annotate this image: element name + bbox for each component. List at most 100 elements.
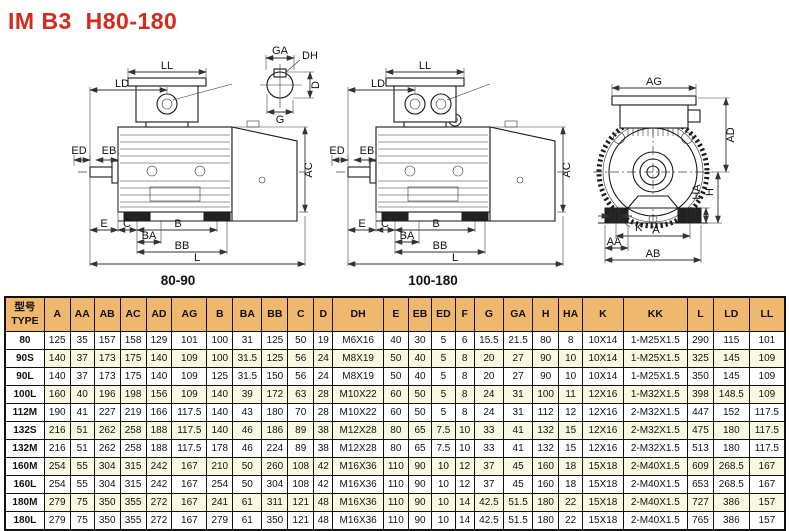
dimension-value: 167 — [171, 457, 208, 476]
col-header: AD — [145, 296, 173, 332]
dim-label-ad: AD — [725, 127, 737, 142]
dimension-value: 173 — [93, 349, 121, 368]
dimension-value: 5 — [431, 403, 456, 422]
col-header: A — [43, 296, 71, 332]
dimension-value: 21.5 — [503, 331, 534, 350]
dimension-value: 37 — [69, 349, 95, 368]
dimension-value: 48 — [313, 511, 334, 531]
dimension-value: 157 — [93, 331, 121, 350]
dimension-value: 40 — [407, 367, 433, 386]
dimension-value: 11 — [558, 385, 584, 404]
dimension-value: 117.5 — [171, 439, 208, 458]
dimension-value: 290 — [687, 331, 714, 350]
dimension-value: 8 — [558, 331, 584, 350]
dim-label-ld2: LD — [371, 78, 385, 90]
dim-label-bb: BB — [175, 240, 190, 252]
dimension-value: 109 — [748, 367, 786, 386]
shaft-end-detail: GA DH D G — [260, 45, 322, 126]
row-type: 112M — [4, 403, 45, 422]
caption-80-90: 80-90 — [161, 273, 196, 288]
dimension-value: M16X36 — [332, 475, 384, 494]
dimension-value: 75 — [69, 511, 95, 531]
dimension-value: 80 — [382, 421, 409, 440]
dimension-value: 180 — [532, 511, 560, 531]
dimension-value: 24 — [473, 385, 505, 404]
dimension-value: 18 — [558, 475, 584, 494]
dimension-value: 75 — [69, 493, 95, 512]
dimension-value: 178 — [206, 439, 234, 458]
dimension-value: 10 — [558, 367, 584, 386]
dimension-value: 63 — [287, 385, 315, 404]
dimension-value: 8 — [454, 385, 475, 404]
dimension-value: 10 — [454, 439, 475, 458]
dimension-value: 121 — [287, 511, 315, 531]
dimension-value: 398 — [687, 385, 714, 404]
dimension-value: 22 — [558, 511, 584, 531]
dimension-value: 175 — [119, 349, 147, 368]
dimension-value: 188 — [145, 439, 173, 458]
dimension-value: 180 — [532, 493, 560, 512]
dimension-value: 216 — [43, 421, 71, 440]
dimension-value: 37 — [473, 457, 505, 476]
dimension-value: 12X16 — [582, 439, 624, 458]
col-header: AC — [119, 296, 147, 332]
dimension-value: 48 — [313, 493, 334, 512]
front-view — [593, 95, 713, 234]
dimension-value: 50 — [287, 331, 315, 350]
dim-label-a: A — [652, 224, 660, 236]
dim-label-d: D — [310, 81, 322, 89]
dimension-value: 61 — [232, 493, 263, 512]
dimension-value: 242 — [145, 457, 173, 476]
dimension-value: M8X19 — [332, 367, 384, 386]
dim-label-ll: LL — [161, 60, 173, 72]
dimension-value: 173 — [93, 367, 121, 386]
dimension-value: 31 — [232, 331, 263, 350]
dimension-value: 50 — [382, 349, 409, 368]
dimension-value: 41 — [503, 421, 534, 440]
dimension-value: 70 — [287, 403, 315, 422]
dimension-value: 158 — [119, 331, 147, 350]
dimension-value: 110 — [382, 475, 409, 494]
dimension-value: 268.5 — [712, 475, 750, 494]
dimension-value: 132 — [532, 421, 560, 440]
dimension-value: 12X16 — [582, 385, 624, 404]
dimension-value: 653 — [687, 475, 714, 494]
dimension-value: 10 — [431, 511, 456, 531]
col-header: HA — [558, 296, 584, 332]
dimension-value: 447 — [687, 403, 714, 422]
dimension-value: 140 — [145, 367, 173, 386]
dimension-value: 5 — [431, 349, 456, 368]
dimension-value: 45 — [503, 475, 534, 494]
dim-label-eb2: EB — [360, 145, 375, 157]
dimension-value: 140 — [206, 385, 234, 404]
col-header: BA — [232, 296, 263, 332]
col-header-type: 型号 TYPE — [4, 296, 45, 332]
dimension-value: 35 — [69, 331, 95, 350]
dimension-value: 19 — [313, 331, 334, 350]
dimension-value: 80 — [382, 439, 409, 458]
dimension-value: 254 — [43, 457, 71, 476]
dimension-value: 14 — [454, 511, 475, 531]
dimension-value: 51 — [69, 439, 95, 458]
dimension-value: 50 — [407, 385, 433, 404]
dimension-value: 89 — [287, 439, 315, 458]
dimension-value: 1-M25X1.5 — [622, 331, 689, 350]
dimension-value: 10 — [431, 457, 456, 476]
dimension-value: 186 — [261, 421, 289, 440]
dimension-value: M8X19 — [332, 349, 384, 368]
dimension-value: 609 — [687, 457, 714, 476]
dimension-value: 61 — [232, 511, 263, 531]
dim-label-ga: GA — [272, 45, 289, 57]
dimension-value: 90 — [407, 475, 433, 494]
dimension-value: 50 — [407, 403, 433, 422]
dimension-value: 110 — [382, 457, 409, 476]
dim-label-ha: HA — [691, 184, 703, 200]
dimension-value: 190 — [43, 403, 71, 422]
dim-label-ed: ED — [71, 145, 86, 157]
